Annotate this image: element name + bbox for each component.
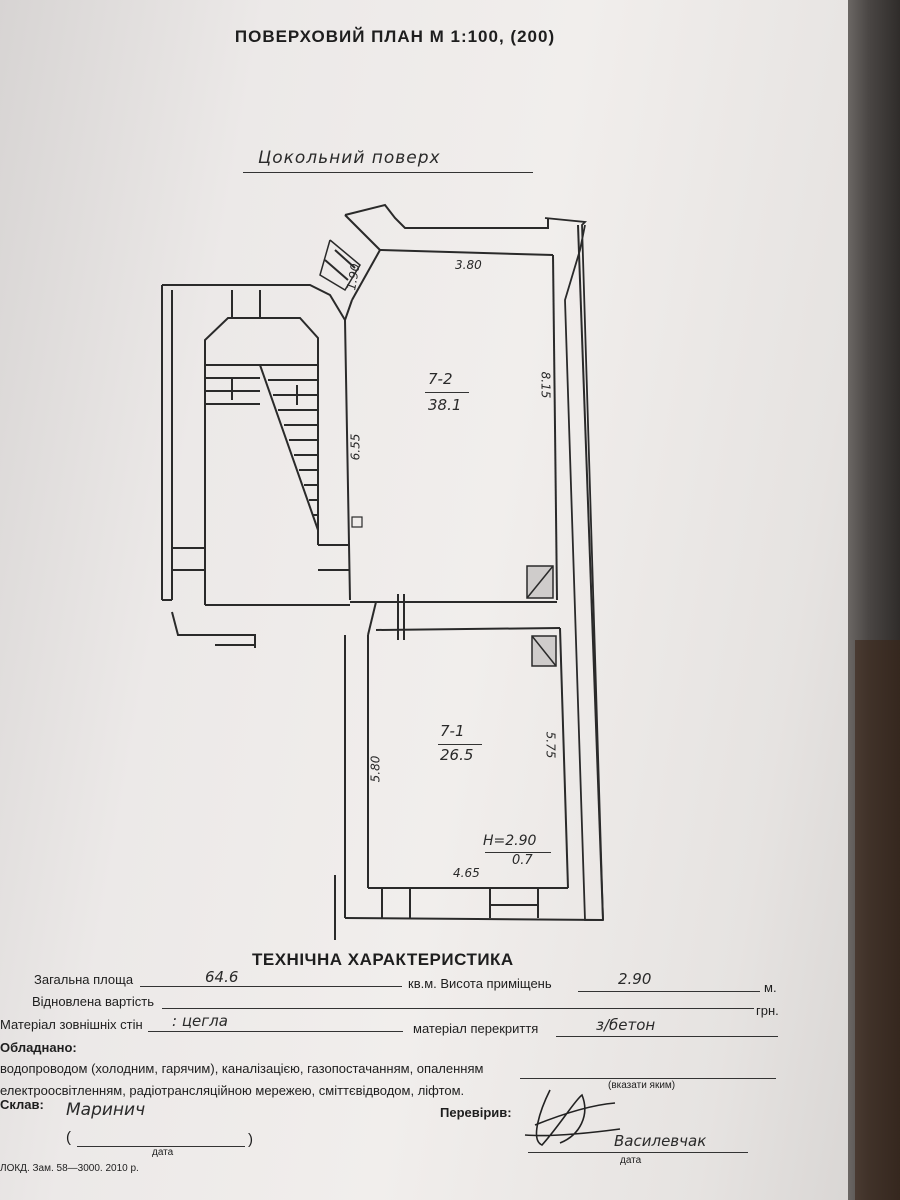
room-7-1-fraction-line <box>438 744 482 745</box>
date-label-2: дата <box>620 1155 642 1166</box>
floor-material-line <box>556 1036 778 1037</box>
dimension-label: 6.55 <box>348 433 363 461</box>
room-7-2-fraction-line <box>425 392 469 393</box>
inspector-signature-scribble <box>524 1089 621 1146</box>
floor-name-underline <box>243 172 533 173</box>
total-area-line <box>140 986 402 987</box>
total-area-value: 64.6 <box>205 968 239 986</box>
dimension-label: 8.15 <box>538 371 553 399</box>
dimension-label: 5.75 <box>543 731 558 759</box>
equipped-line-2: електроосвітленням, радіотрансляційною м… <box>0 1083 465 1098</box>
height-label: кв.м. Висота приміщень <box>408 976 552 991</box>
dimension-label: 4.65 <box>453 866 480 880</box>
equipped-line-1-underline <box>520 1078 776 1079</box>
height-value: 2.90 <box>618 970 652 988</box>
checked-date-line <box>528 1152 748 1153</box>
height-line <box>578 991 760 992</box>
date-paren-close: ) <box>248 1131 253 1148</box>
wall-material-label: Матеріал зовнішніх стін <box>0 1017 143 1032</box>
date-paren-open: ( <box>66 1129 71 1146</box>
dimension-label: 5.80 <box>368 755 383 783</box>
dimension-label: 3.80 <box>455 258 482 272</box>
checked-signature: Василевчак <box>614 1132 707 1150</box>
date-line <box>77 1146 245 1147</box>
equipped-line-1: водопроводом (холодним, гарячим), каналі… <box>0 1061 484 1076</box>
restored-cost-line <box>162 1008 754 1009</box>
restored-cost-label: Відновлена вартість <box>32 994 155 1009</box>
unit-uah: грн. <box>756 1003 779 1018</box>
wall-material-value: : цегла <box>172 1012 228 1030</box>
date-label: дата <box>152 1147 174 1158</box>
floor-material-value: з/бетон <box>596 1016 656 1034</box>
equipped-label: Обладнано: <box>0 1040 77 1055</box>
room-7-2-number: 7-2 <box>428 370 453 388</box>
room-height-fraction-line <box>485 852 551 853</box>
room-height-sub: 0.7 <box>512 853 533 868</box>
composed-signature: Маринич <box>66 1100 146 1120</box>
room-height-label: H=2.90 <box>483 833 537 849</box>
print-footer: ЛОКД. Зам. 58—3000. 2010 р. <box>0 1163 139 1174</box>
checked-label: Перевірив: <box>440 1105 512 1120</box>
table-edge <box>855 640 900 1200</box>
composed-label: Склав: <box>0 1097 44 1112</box>
floor-name: Цокольний поверх <box>258 148 441 168</box>
page-title: ПОВЕРХОВИЙ ПЛАН М 1:100, (200) <box>234 27 556 46</box>
document-page <box>0 0 855 1200</box>
specify-note: (вказати яким) <box>608 1080 676 1091</box>
floor-material-label: матеріал перекриття <box>413 1021 539 1036</box>
room-7-1-number: 7-1 <box>440 722 465 740</box>
total-area-label: Загальна площа <box>34 972 134 987</box>
room-7-2-area: 38.1 <box>428 396 462 414</box>
unit-m: м. <box>764 980 777 995</box>
wall-material-line <box>148 1031 403 1032</box>
tech-section-title: ТЕХНІЧНА ХАРАКТЕРИСТИКА <box>252 950 514 969</box>
room-7-1-area: 26.5 <box>440 746 474 764</box>
